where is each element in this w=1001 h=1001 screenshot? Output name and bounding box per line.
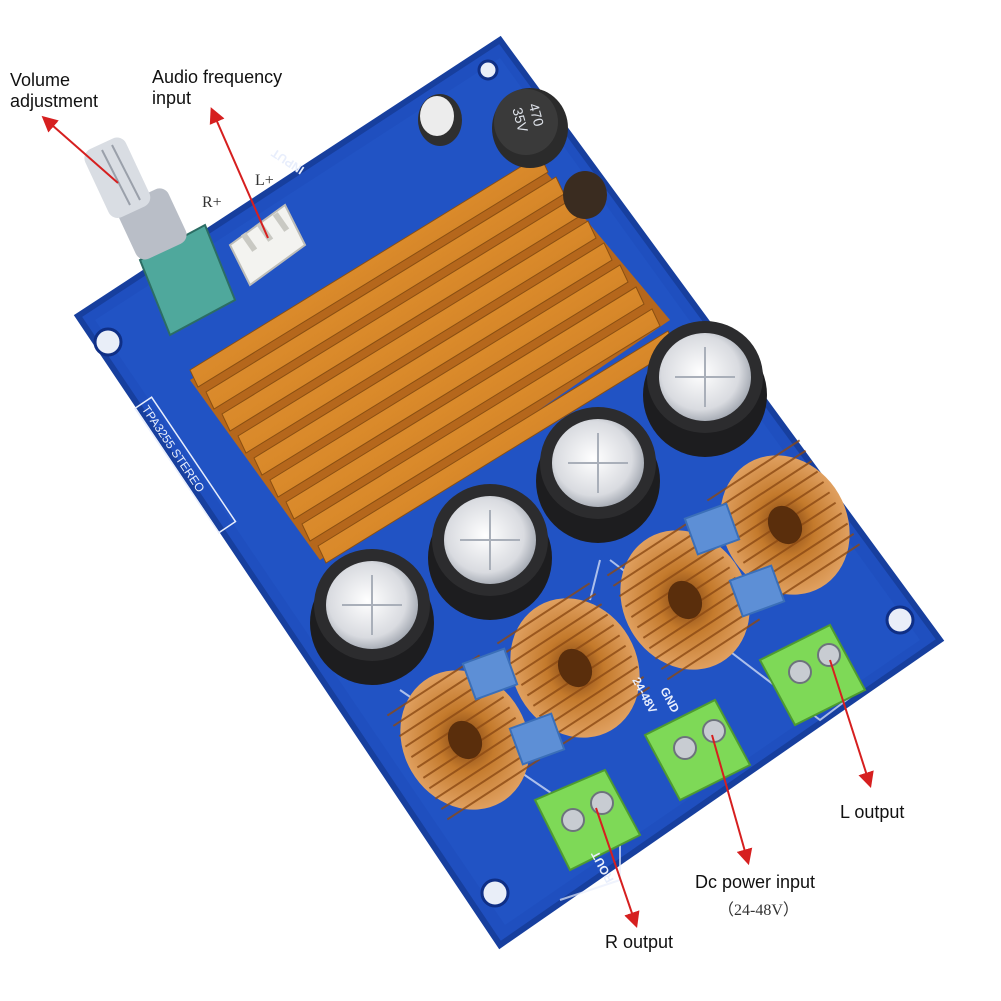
audio-input-callout-line2: input	[152, 88, 192, 108]
heatsink	[189, 154, 677, 564]
heatsink-fin	[285, 286, 645, 520]
audio-input-callout: Audio frequency input	[152, 67, 282, 109]
volume-arrow	[41, 115, 119, 184]
large-capacitor	[536, 407, 660, 543]
audio-input-arrow	[209, 107, 269, 239]
cap-value-text: 470	[526, 101, 548, 128]
large-capacitor	[310, 549, 434, 685]
audio-input-callout-line1: Audio frequency	[152, 67, 283, 87]
mounting-hole	[480, 878, 510, 908]
input-silkscreen: INPUT	[268, 146, 306, 178]
l-output-callout: L output	[840, 802, 905, 822]
large-capacitor	[428, 484, 552, 620]
toroid-inductor	[706, 439, 861, 606]
heatsink-fin	[237, 220, 597, 454]
audio-input-connector	[228, 203, 307, 287]
callout-arrows	[41, 107, 874, 929]
volume-potentiometer	[84, 137, 237, 337]
dc-power-arrow	[711, 734, 753, 866]
dc-power-range: （24-48V）	[718, 902, 799, 919]
r-output-callout: R output	[605, 932, 674, 952]
l-output-terminal	[758, 623, 867, 727]
volume-callout-line1: Volume	[10, 70, 71, 90]
r-output-terminal	[533, 768, 642, 872]
heatsink-fin	[253, 242, 613, 476]
mounting-hole	[885, 605, 915, 635]
mounting-hole	[93, 327, 123, 357]
large-capacitors	[310, 321, 767, 685]
cap-voltage-text: 35V	[509, 106, 531, 135]
toroid-inductor	[496, 582, 651, 749]
toroid-inductor	[386, 654, 541, 821]
volume-callout-line2: adjustment	[10, 91, 99, 111]
l-output-arrow	[829, 659, 874, 789]
inductor-small	[563, 171, 607, 219]
r-plus-label: R+	[202, 194, 222, 211]
heatsink-fin	[301, 308, 661, 542]
small-capacitor: 470 35V	[492, 88, 568, 168]
mounting-hole	[477, 59, 499, 81]
dc-power-callout: Dc power input	[695, 872, 816, 892]
small-ceramic-capacitor	[418, 94, 462, 146]
heatsink-fin	[269, 264, 629, 498]
heatsink-fin	[189, 154, 549, 388]
large-capacitor	[643, 321, 767, 457]
film-capacitors	[461, 502, 786, 766]
volume-callout: Volume adjustment	[10, 70, 98, 112]
r-output-arrow	[595, 807, 640, 929]
l-plus-label: L+	[255, 172, 274, 189]
